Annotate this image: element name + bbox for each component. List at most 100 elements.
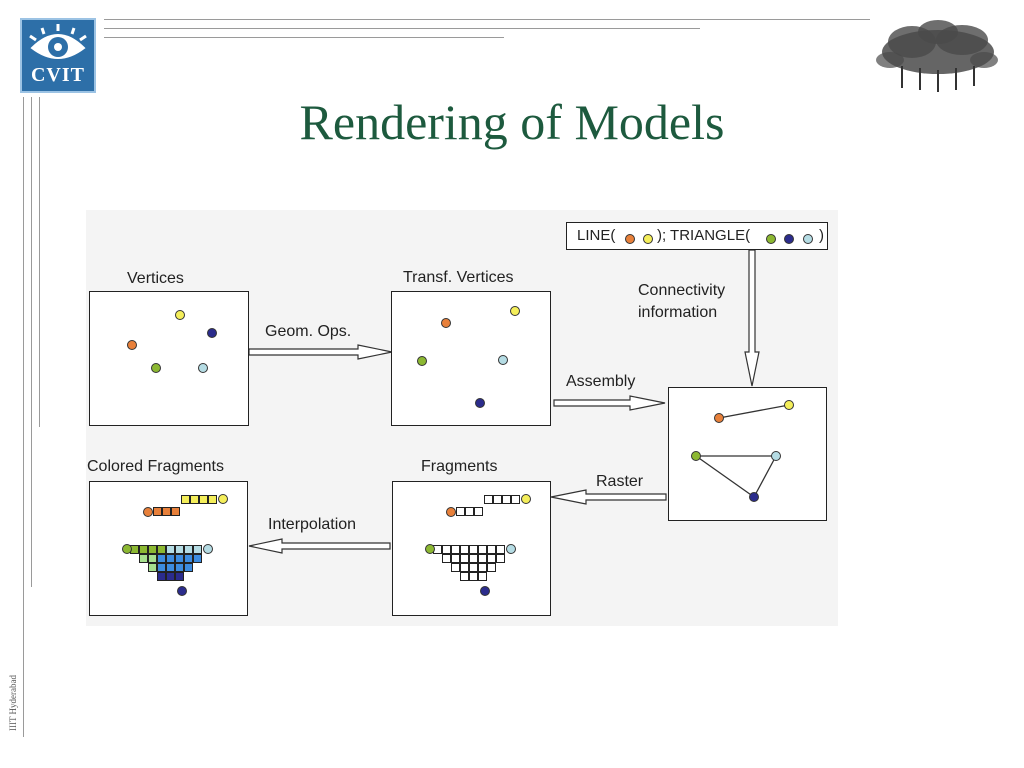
fragment-endpoint-green	[425, 544, 435, 554]
connectivity-arrow	[744, 249, 760, 387]
transf-vertex-green	[417, 356, 427, 366]
vertex-lightblue	[198, 363, 208, 373]
header-rule-1	[104, 19, 870, 20]
fragment-cell	[175, 545, 184, 554]
fragment-cell	[181, 495, 190, 504]
geom-ops-arrow	[248, 344, 393, 360]
slide-title: Rendering of Models	[299, 94, 725, 150]
formula-yellow-dot	[643, 234, 653, 244]
primitive-green	[691, 451, 701, 461]
primitive-yellow	[784, 400, 794, 410]
raster-label: Raster	[596, 473, 644, 490]
fragment-cell	[451, 554, 460, 563]
fragment-cell	[157, 572, 166, 581]
fragment-cell	[148, 545, 157, 554]
header-rule-3	[104, 37, 504, 38]
fragment-endpoint-lightblue	[203, 544, 213, 554]
fragment-cell	[193, 554, 202, 563]
fragment-cell	[184, 545, 193, 554]
formula-orange-dot	[625, 234, 635, 244]
vertex-green	[151, 363, 161, 373]
formula-line-text: LINE(	[577, 227, 616, 244]
interpolation-label: Interpolation	[268, 516, 357, 533]
fragment-endpoint-green	[122, 544, 132, 554]
fragment-cell	[184, 554, 193, 563]
fragment-cell	[157, 563, 166, 572]
transf-vertex-orange	[441, 318, 451, 328]
interpolation-arrow	[248, 538, 391, 554]
fragment-cell	[451, 563, 460, 572]
fragment-cell	[511, 495, 520, 504]
fragment-cell	[456, 507, 465, 516]
vertex-orange	[127, 340, 137, 350]
fragment-cell	[139, 545, 148, 554]
fragment-cell	[484, 495, 493, 504]
header-rule-2	[104, 28, 700, 29]
fragment-endpoint-navy	[177, 586, 187, 596]
fragment-cell	[478, 572, 487, 581]
fragment-cell	[166, 545, 175, 554]
fragment-cell	[502, 495, 511, 504]
assembly-label: Assembly	[566, 373, 636, 390]
fragment-cell	[487, 545, 496, 554]
fragment-cell	[139, 554, 148, 563]
transf-vertex-lightblue	[498, 355, 508, 365]
fragment-cell	[193, 545, 202, 554]
raster-arrow	[550, 489, 667, 505]
fragment-cell	[175, 563, 184, 572]
fragment-cell	[184, 563, 193, 572]
fragment-cell	[171, 507, 180, 516]
fragment-cell	[460, 563, 469, 572]
assembly-arrow	[553, 395, 666, 411]
transf-vertex-yellow	[510, 306, 520, 316]
fragment-cell	[451, 545, 460, 554]
fragment-cell	[442, 545, 451, 554]
logo-text: CVIT	[30, 64, 85, 86]
connectivity-label-2: information	[638, 304, 718, 321]
fragment-cell	[162, 507, 171, 516]
fragment-cell	[469, 554, 478, 563]
geom-ops-label: Geom. Ops.	[265, 323, 352, 340]
fragment-cell	[157, 545, 166, 554]
formula-close-text: )	[819, 227, 824, 244]
fragment-endpoint-yellow	[521, 494, 531, 504]
fragment-cell	[148, 554, 157, 563]
cvit-logo: CVIT	[20, 18, 96, 93]
side-rule-2	[31, 97, 32, 587]
fragment-cell	[166, 563, 175, 572]
fragment-cell	[496, 545, 505, 554]
fragment-endpoint-orange	[446, 507, 456, 517]
fragment-cell	[478, 545, 487, 554]
fragment-endpoint-yellow	[218, 494, 228, 504]
fragment-endpoint-orange	[143, 507, 153, 517]
fragment-cell	[460, 545, 469, 554]
formula-navy-dot	[784, 234, 794, 244]
fragment-cell	[442, 554, 451, 563]
side-rule-1	[23, 97, 24, 737]
colored-fragments-label: Colored Fragments	[87, 458, 224, 475]
vertex-yellow	[175, 310, 185, 320]
fragment-cell	[175, 554, 184, 563]
fragment-cell	[175, 572, 184, 581]
fragment-endpoint-lightblue	[506, 544, 516, 554]
fragment-cell	[157, 554, 166, 563]
vertices-box	[89, 291, 249, 426]
primitive-navy	[749, 492, 759, 502]
side-rule-3	[39, 97, 40, 427]
fragment-cell	[465, 507, 474, 516]
transf-vertices-label: Transf. Vertices	[403, 269, 514, 286]
fragment-cell	[487, 554, 496, 563]
primitive-orange	[714, 413, 724, 423]
vertex-navy	[207, 328, 217, 338]
fragment-cell	[199, 495, 208, 504]
formula-green-dot	[766, 234, 776, 244]
fragment-cell	[469, 572, 478, 581]
fragment-cell	[474, 507, 483, 516]
fragment-cell	[496, 554, 505, 563]
fragment-cell	[478, 563, 487, 572]
fragment-cell	[148, 563, 157, 572]
fragment-cell	[469, 563, 478, 572]
fragment-cell	[166, 572, 175, 581]
